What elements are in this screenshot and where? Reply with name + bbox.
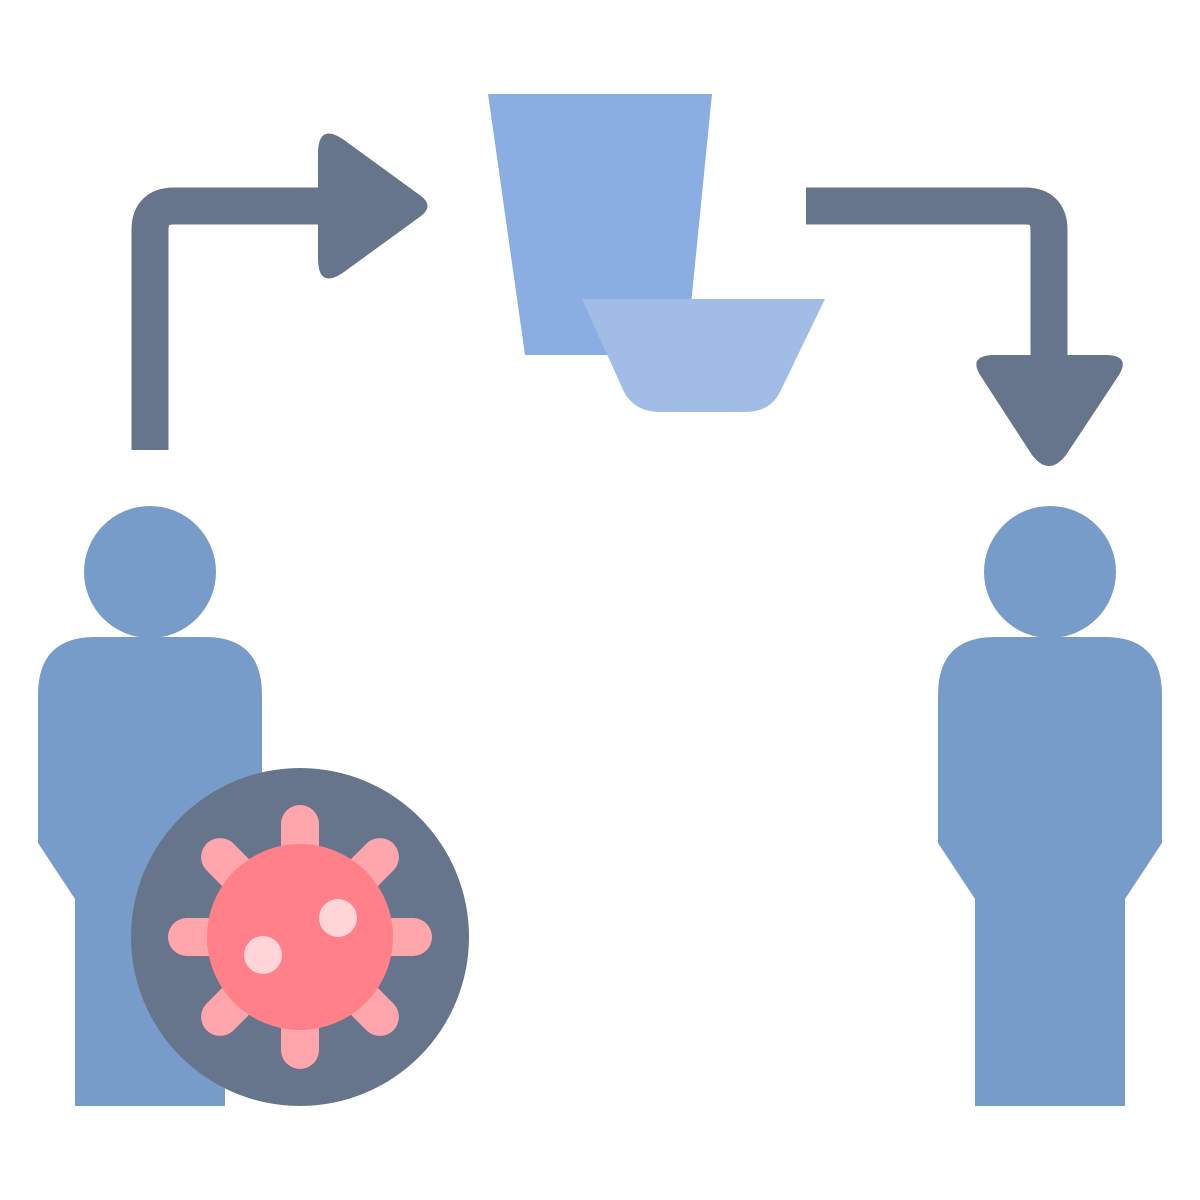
virus-icon	[207, 844, 393, 1030]
cup-shape	[488, 94, 712, 355]
healthy-person-icon	[938, 506, 1162, 1106]
cup-and-bowl-icon	[488, 94, 825, 412]
arrow-right-icon	[131, 133, 428, 450]
arrow-in-head	[318, 133, 428, 279]
arrow-down-icon	[806, 187, 1123, 466]
healthy-person-head	[984, 506, 1116, 638]
arrow-out-line	[806, 187, 1068, 370]
arrow-out-head	[976, 355, 1123, 466]
virus-spot-small	[244, 936, 282, 974]
infected-person-head	[84, 506, 216, 638]
virus-badge	[131, 768, 469, 1106]
bowl-shape	[582, 299, 825, 412]
virus-spot-large	[319, 899, 357, 937]
arrow-in-line	[131, 187, 335, 450]
healthy-person-body	[938, 637, 1162, 1106]
